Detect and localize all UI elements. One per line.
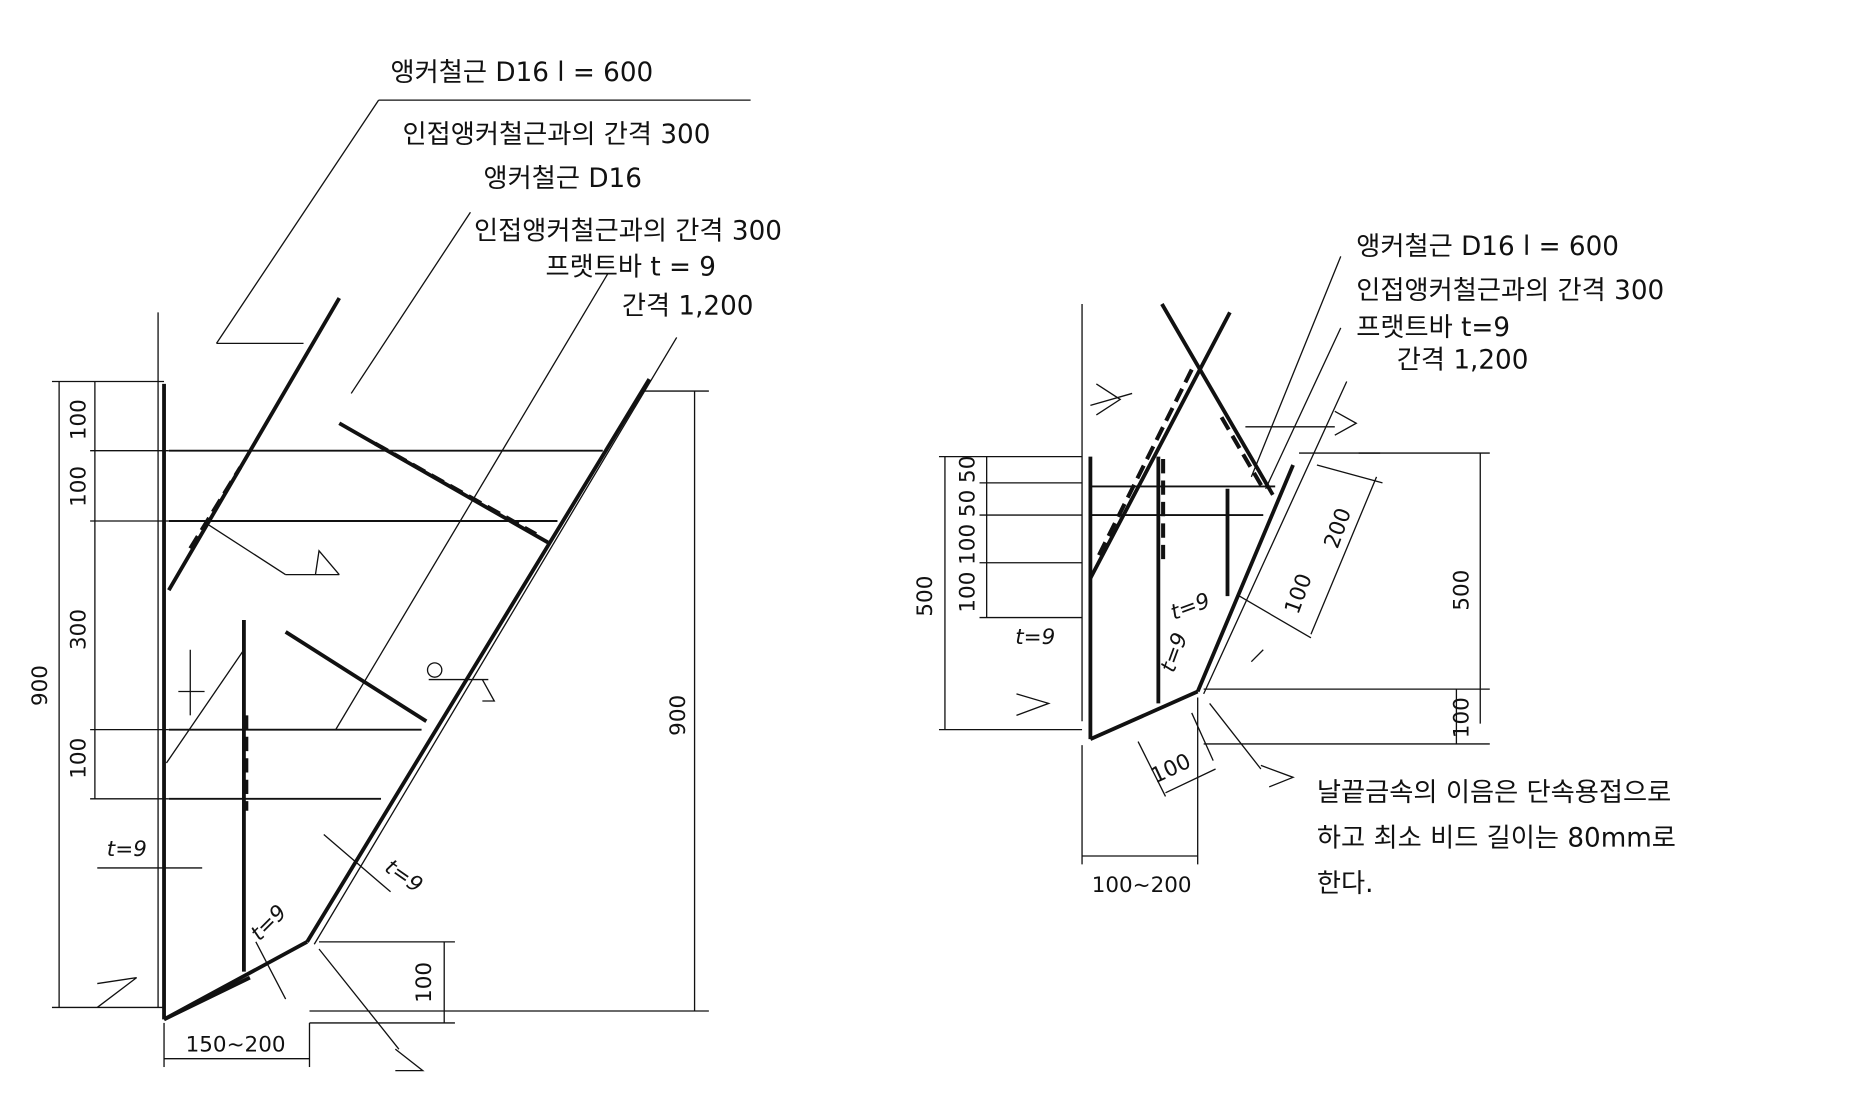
left-t9-label: t=9 — [107, 837, 147, 862]
right-dim-500-right: 500 — [1449, 570, 1474, 611]
left-anchor2-spacing: 인접앵커철근과의 간격 300 — [474, 217, 782, 247]
right-t9-left: t=9 — [1015, 625, 1055, 650]
right-dim-900: 900 — [666, 695, 691, 736]
left-dim-100c: 100 — [66, 738, 91, 779]
note-line3: 한다. — [1317, 869, 1374, 899]
left-anchor1-label: 앵커철근 D16 l = 600 — [391, 58, 654, 88]
left-dim-100-bottom: 100 — [412, 962, 437, 1003]
left-dim-100a: 100 — [66, 399, 91, 440]
left-dim-100b: 100 — [66, 466, 91, 507]
right-dim-200: 200 — [1319, 505, 1356, 552]
right-dim-100-right: 100 — [1449, 697, 1474, 738]
right-flatbar-label: 프랫트바 t=9 — [1356, 313, 1510, 343]
right-flatbar-spacing: 간격 1,200 — [1397, 345, 1529, 375]
left-flatbar-label: 프랫트바 t = 9 — [546, 252, 716, 282]
right-anchor1-label: 앵커철근 D16 l = 600 — [1356, 232, 1619, 262]
left-dim-width: 150~200 — [186, 1033, 286, 1058]
right-anchor1-spacing: 인접앵커철근과의 간격 300 — [1356, 276, 1664, 306]
note-line1: 날끝금속의 이음은 단속용접으로 — [1317, 778, 1671, 808]
right-dim-500-left: 500 — [913, 576, 938, 617]
right-detail: 앵커철근 D16 l = 600 인접앵커철근과의 간격 300 프랫트바 t=… — [913, 232, 1676, 899]
note-line2: 하고 최소 비드 길이는 80mm로 — [1317, 823, 1676, 853]
right-t9-slope: t=9 — [1156, 629, 1193, 675]
left-flatbar-spacing: 간격 1,200 — [622, 292, 754, 322]
left-t9-slope: t=9 — [380, 855, 427, 898]
left-dim-900: 900 — [28, 665, 53, 706]
right-t9-inner: t=9 — [1167, 588, 1213, 625]
right-dim-width: 100~200 — [1092, 873, 1192, 898]
left-anchor1-spacing: 인접앵커철근과의 간격 300 — [402, 120, 710, 150]
left-dim-300: 300 — [66, 609, 91, 650]
right-dim-100-bottom: 100 — [1147, 749, 1195, 789]
left-anchor2-label: 앵커철근 D16 — [484, 164, 642, 194]
right-dim-100-slope: 100 — [1280, 570, 1317, 617]
left-t9-bottom: t=9 — [246, 900, 292, 946]
left-detail: 앵커철근 D16 l = 600 인접앵커철근과의 간격 300 앵커철근 D1… — [28, 58, 782, 1072]
right-dim-stack: 100 100 50 50 — [956, 456, 981, 613]
